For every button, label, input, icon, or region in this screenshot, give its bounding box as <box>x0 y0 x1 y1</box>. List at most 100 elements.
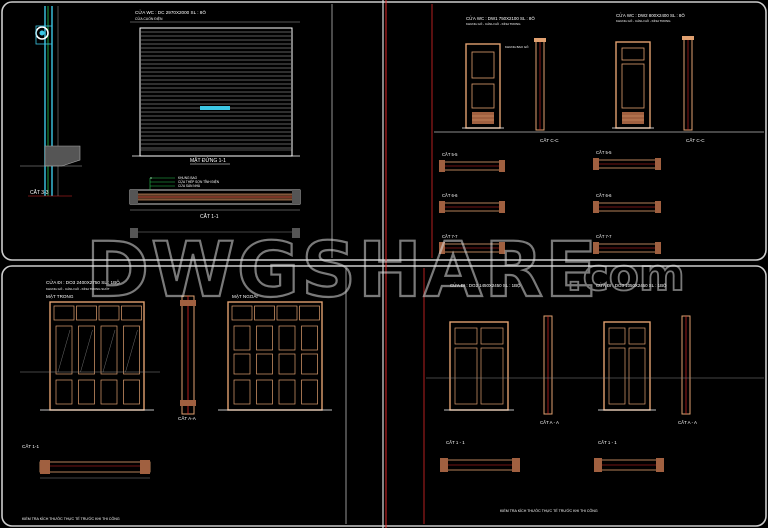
door-do2-cut-11: CẮT 1 - 1 <box>440 440 520 472</box>
cut-6-6-label-a: CẮT 6-6 <box>442 193 458 198</box>
cut-bar-jamb <box>593 242 599 254</box>
door-do3-inside-elevation <box>20 301 160 411</box>
door-leaf-low-panel <box>278 353 296 375</box>
cut-section-bars <box>439 158 661 254</box>
door-leaf-top-panel <box>254 305 275 321</box>
watermark: DWGSHARE .com <box>85 224 686 315</box>
door-leaf-bottom-panel <box>256 379 273 405</box>
door-leaf-top-panel <box>98 305 120 321</box>
dw1-cut-cc-label: CẮT C-C <box>540 136 559 143</box>
door-leaf-mid-panel <box>278 325 296 351</box>
section-3-3-drawing <box>20 6 82 197</box>
door-leaf-bottom-panel <box>78 379 95 405</box>
door-dw2-cut-cc: CẮT C-C <box>682 36 705 143</box>
door-leaf-mid-panel <box>256 325 273 351</box>
door-leaf-bottom-panel <box>233 379 251 405</box>
do3-cut-aa-label: CẮT A-A <box>178 414 197 421</box>
door-do3-subtitle: KHUNG GỖ - CÁNH GỖ - KÍNH TRONG SUỐT <box>46 286 110 291</box>
do3b-cut-aa-label: CẮT A - A <box>678 420 697 425</box>
cut-7-7-label-a: CẮT 7-7 <box>442 234 458 239</box>
door-leaf-low-panel <box>301 353 318 375</box>
door-dw2-elevation <box>612 41 654 129</box>
panel-bottom-right: CỬA ĐI : DO2 1450X2450 SL : 1BỘ CỬA ĐI :… <box>426 283 764 513</box>
cut-bar-jamb <box>499 201 505 213</box>
door-leaf-glass-panel <box>100 325 118 375</box>
door-do2-cut-aa: CẮT A - A <box>540 315 559 425</box>
door-do3-title: CỬA ĐI : DO3 2400X2750 SL : 1BỘ <box>46 279 120 285</box>
door-do2-title: CỬA ĐI : DO2 1450X2450 SL : 1BỘ <box>450 283 521 288</box>
cut-5-5-label-b: CẮT 5-5 <box>596 150 612 155</box>
note-frame: KHUNG BAO <box>178 176 198 180</box>
watermark-main: DWGSHARE <box>86 225 599 314</box>
door-leaf-top-panel <box>299 305 320 321</box>
door-leaf-low-panel <box>256 353 273 375</box>
glass-hatch <box>80 329 93 373</box>
rolling-door-title: CỬA WC : DC 2970X2000 SL : 8Ô <box>135 9 206 15</box>
door-leaf-top-panel <box>121 305 142 321</box>
section-1-1-label: CẮT 1-1 <box>200 212 219 220</box>
cut-6-6-label-b: CẮT 6-6 <box>596 193 612 198</box>
glass-hatch <box>125 329 138 373</box>
cut-bar-jamb <box>499 242 505 254</box>
do2-cut-11-label: CẮT 1 - 1 <box>446 440 465 445</box>
cut-bar-jamb <box>439 160 445 172</box>
door-dw1-cut-cc: CẮT C-C <box>534 38 559 143</box>
door-do2-elevation <box>444 321 514 411</box>
door-leaf-bottom-panel <box>55 379 73 405</box>
door-leaf-glass-panel <box>123 325 140 375</box>
door-dw2-title: CỬA WC : DW2 800X2400 SL : 8Ô <box>616 13 685 18</box>
door-do3b-cut-aa: CẮT A - A <box>678 315 697 425</box>
door-leaf-bottom-panel <box>100 379 118 405</box>
door-leaf-mid-panel <box>233 325 251 351</box>
rolling-door-slats <box>141 31 291 149</box>
door-dw1-subtitle: KHUNG GỖ - CÁNH GỖ - KÍNH TRONG <box>466 21 521 26</box>
door-leaf-glass-panel <box>78 325 95 375</box>
do2-check-note: KIỂM TRA KÍCH THƯỚC THỰC TẾ TRƯỚC KHI TH… <box>500 508 598 513</box>
door-leaf-top-panel <box>76 305 97 321</box>
door-do3-outside-leaves <box>231 305 320 405</box>
door-leaf-top-panel <box>276 305 298 321</box>
section-1-1-plan: KHUNG BAO CỬA THÉP SƠN TĨNH ĐIỆN CỬA SÀN… <box>129 176 301 238</box>
door-do3-inside-leaves <box>53 305 142 405</box>
glass-hatch <box>57 329 71 373</box>
dw2-cut-cc-label: CẮT C-C <box>686 136 705 143</box>
face-outside-label: MẶT NGOÀI <box>232 293 258 299</box>
face-inside-label: MẶT TRONG <box>46 293 74 299</box>
door-do3b-title: CỬA ĐI : DO3 1050X2450 SL : 1BỘ <box>596 283 667 288</box>
door-leaf-low-panel <box>233 353 251 375</box>
cut-7-7-label-b: CẮT 7-7 <box>596 234 612 239</box>
door-do3b-cut-11: CẮT 1 - 1 <box>594 440 664 472</box>
door-leaf-top-panel <box>231 305 253 321</box>
door-do3-outside-elevation <box>218 301 332 411</box>
cut-bar-jamb <box>439 242 445 254</box>
section-3-3-label: CẮT 3-3 <box>30 188 49 196</box>
door-do3-cut-aa: CẮT A-A <box>178 295 197 421</box>
door-leaf-glass-panel <box>55 325 73 375</box>
note-steel-door: CỬA THÉP SƠN TĨNH ĐIỆN <box>178 179 220 184</box>
panel-top-right: CỬA WC : DW1 750X2100 SL : 8Ô KHUNG GỖ -… <box>439 13 705 254</box>
door-dw1-elevation: KHUNG BAO GỖ <box>462 43 529 129</box>
door-do3b-elevation <box>598 321 656 411</box>
cut-bar-jamb <box>593 158 599 170</box>
cut-sections-right: CẮT 5-5 CẮT 6-6 CẮT 7-7 <box>596 150 612 239</box>
cut-bar-jamb <box>655 201 661 213</box>
cut-5-5-label-a: CẮT 5-5 <box>442 152 458 157</box>
cut-sections-left: CẮT 5-5 CẮT 6-6 CẮT 7-7 <box>442 152 458 239</box>
panel-top-left: CẮT 3-3 CỬA WC : DC 2970X2000 SL : 8Ô CỬ… <box>20 6 301 238</box>
cut-bar-jamb <box>655 242 661 254</box>
do3b-cut-11-label: CẮT 1 - 1 <box>598 440 617 445</box>
door-dw1-title: CỬA WC : DW1 750X2100 SL : 8Ô <box>466 16 535 21</box>
door-leaf-bottom-panel <box>278 379 296 405</box>
cut-bar-jamb <box>593 201 599 213</box>
cut-bar-jamb <box>499 160 505 172</box>
door-dw2-subtitle: KHUNG GỖ - CÁNH GỖ - KÍNH TRONG <box>616 18 671 23</box>
cut-bar-jamb <box>439 201 445 213</box>
door-leaf-mid-panel <box>301 325 318 351</box>
do2-cut-aa-label: CẮT A - A <box>540 420 559 425</box>
do3-cut-11-label: CẮT 1-1 <box>22 442 39 449</box>
door-leaf-bottom-panel <box>123 379 140 405</box>
cut-bar-jamb <box>655 158 661 170</box>
dw1-note: KHUNG BAO GỖ <box>505 44 529 49</box>
note-floor: CỬA SÀN NHÀ <box>178 183 201 188</box>
